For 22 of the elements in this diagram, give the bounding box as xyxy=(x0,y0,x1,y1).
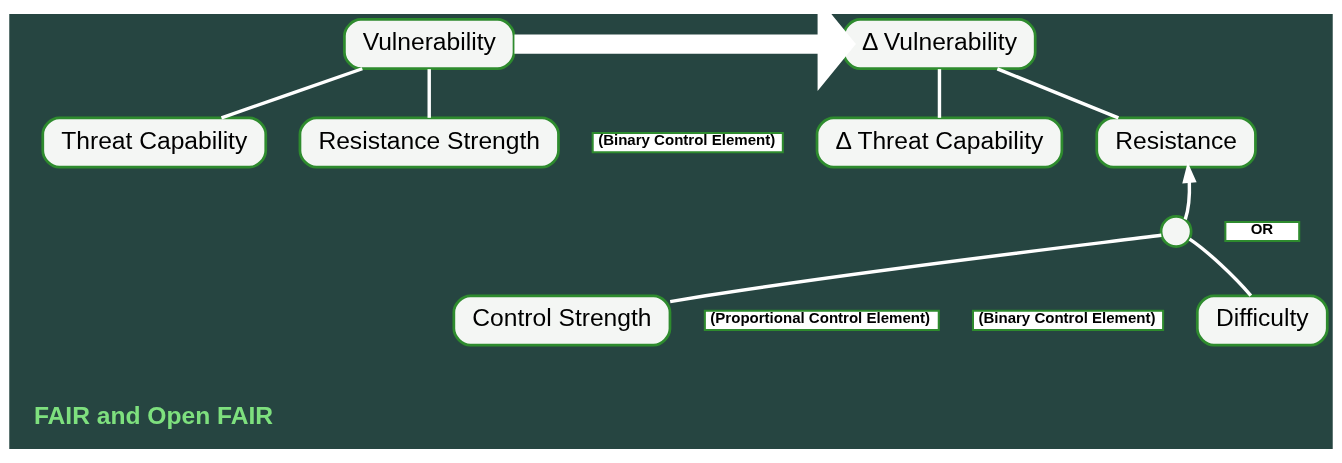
node-label: (Binary Control Element) xyxy=(598,131,776,149)
connector xyxy=(1188,237,1253,297)
node-label: (Proportional Control Element) xyxy=(710,308,930,326)
node-label: (Binary Control Element) xyxy=(978,308,1156,326)
node-box: Vulnerability xyxy=(343,18,516,71)
node-box: Resistance xyxy=(1095,116,1257,169)
connector xyxy=(937,69,942,118)
arrow xyxy=(514,14,856,92)
node-box: Difficulty xyxy=(1195,294,1329,347)
connector xyxy=(220,67,363,120)
node-label: OR xyxy=(1250,219,1274,237)
connector xyxy=(996,67,1120,120)
node-box: Control Strength xyxy=(452,294,672,347)
node-box: Threat Capability xyxy=(41,116,268,169)
node-box: Resistance Strength xyxy=(298,116,560,169)
label: FAIR and Open FAIR xyxy=(33,401,274,429)
node-box: Δ Threat Capability xyxy=(815,116,1064,169)
node-circle xyxy=(1159,215,1193,248)
node-box: Δ Vulnerability xyxy=(842,18,1037,71)
arrow xyxy=(1182,162,1197,220)
connector xyxy=(427,69,431,118)
connector xyxy=(669,233,1162,304)
